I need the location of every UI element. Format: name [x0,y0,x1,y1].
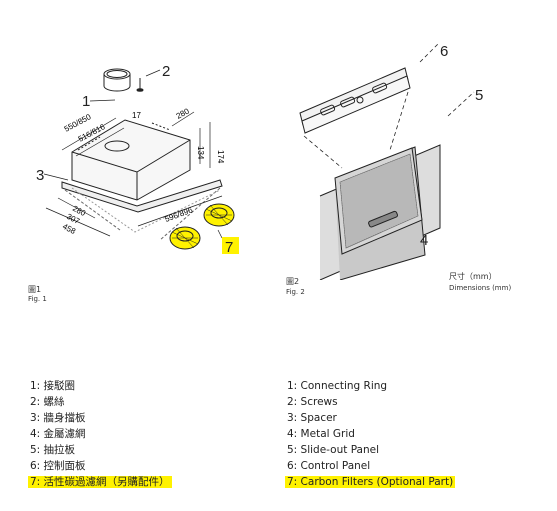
list-item: 2: 螺絲 [30,396,65,408]
list-item: 5: 抽拉板 [30,444,76,456]
list-item: 2: Screws [287,396,338,408]
metal-grid [334,147,423,255]
callout-5: 5 [475,87,483,104]
fig1-caption-zh: 圖1 [28,285,42,294]
callout-3: 3 [36,167,44,184]
callout-7: 7 [225,239,233,256]
callout-2: 2 [162,63,170,80]
control-panel [299,67,411,134]
hood-body [71,119,191,201]
list-item-highlighted: 7: Carbon Filters (Optional Part) [285,476,456,488]
dim-height-134: 134 [196,146,205,160]
figure-2-panel-diagram: 6 5 4 [299,43,483,280]
fig2-caption-zh: 圖2 [286,277,300,286]
fig2-caption-en: Fig. 2 [286,288,305,296]
parts-list-zh: 1: 接駁圈 2: 螺絲 3: 牆身擋板 4: 金屬濾網 5: 抽拉板 6: 控… [28,378,172,490]
list-item: 4: 金屬濾網 [30,428,86,440]
callout-7-highlight [222,237,239,254]
list-item: 6: Control Panel [287,460,371,472]
carbon-filter-1 [169,226,201,250]
list-item: 3: Spacer [287,412,337,424]
fig1-caption-en: Fig. 1 [28,295,47,303]
list-item-highlighted: 7: 活性碳過濾網（另購配件） [28,476,172,488]
screw [136,78,144,92]
list-item: 3: 牆身擋板 [30,412,86,424]
parts-list-en: 1: Connecting Ring 2: Screws 3: Spacer 4… [285,378,456,490]
dim-height-174: 174 [216,150,225,164]
connecting-ring [103,68,131,92]
dim-17: 17 [132,111,141,120]
spacer-base [61,179,223,241]
list-item: 1: Connecting Ring [287,380,388,392]
dimensions-note-zh: 尺寸（mm） [449,272,497,281]
callout-6: 6 [440,43,448,60]
figure-1-hood-diagram: 1 2 3 7 550/850 516/816 280 174 134 17 2… [36,63,239,256]
guide-lines [303,43,475,169]
dim-front-width: 596/896 [164,205,195,224]
callout-4: 4 [420,232,428,249]
carbon-filter-2 [203,203,235,227]
dimension-lines [43,69,223,239]
list-item: 6: 控制面板 [30,460,86,472]
list-item: 5: Slide-out Panel [287,444,380,456]
dimensions-note-en: Dimensions (mm) [449,284,512,292]
dim-depth: 280 [175,106,191,120]
callout-1: 1 [82,93,90,110]
list-item: 4: Metal Grid [287,428,355,440]
list-item: 1: 接駁圈 [30,380,76,392]
